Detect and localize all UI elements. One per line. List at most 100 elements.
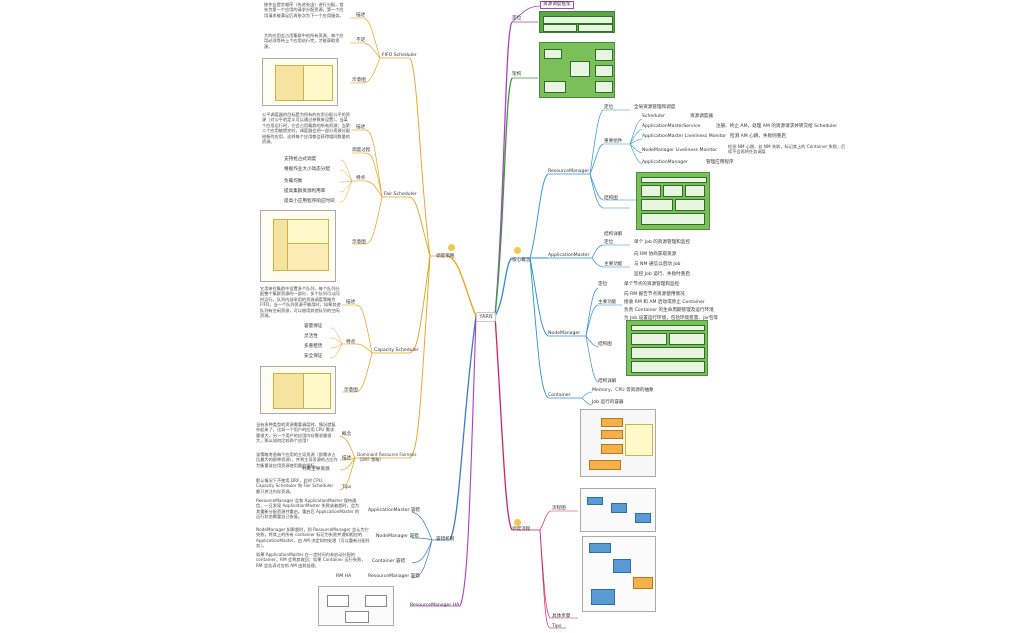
branch-core[interactable]: 核心概念: [512, 258, 531, 263]
root-node[interactable]: YARN: [476, 312, 496, 322]
fair-features-label[interactable]: 特点: [356, 176, 366, 181]
branch-sched-flow[interactable]: 调度流程: [512, 527, 531, 532]
drf-concept-label[interactable]: 概念: [342, 432, 352, 437]
ha-container-label[interactable]: Container 容错: [372, 559, 406, 564]
rm-node[interactable]: ResourceManager: [548, 169, 590, 174]
fair-feature-2: 根据作业大小动态分配: [284, 167, 330, 172]
fair-desc-text: 公平调度器的目标是为所有的应用分配公平的资源（对公平的定义可以通过参数来设置）。…: [262, 112, 350, 145]
branch-arch[interactable]: 架构: [512, 72, 522, 77]
drf-desc-label[interactable]: 描述: [342, 456, 352, 461]
nm-func-2: 接收 RM 和 AM 启动或停止 Container: [624, 300, 705, 305]
capacity-diagram-label[interactable]: 示意图: [344, 388, 358, 393]
rm-components[interactable]: 重要组件: [604, 139, 623, 144]
rm-nmlm-text: 检测 NM 心跳，若 NM 失联，标记其上的 Container 失败，后续不会…: [728, 144, 846, 155]
nm-def-text: 单个节点的资源管理和监控: [624, 282, 680, 287]
ha-nm-label[interactable]: NodeManager 容错: [376, 534, 419, 539]
fair-feature-5: 提高小应用程序响应时间: [284, 199, 335, 204]
fifo-node[interactable]: FIFO Scheduler: [382, 53, 417, 58]
am-func-1: 向 RM 协商获取资源: [634, 252, 677, 257]
capacity-desc-text: 它用来在集群中设置多个队列，每个队列分配整个集群资源的一部分，多个队列可以同时运…: [260, 286, 341, 319]
fifo-diagram-thumbnail[interactable]: [262, 58, 338, 106]
rm-amlm[interactable]: ApplicationMaster Liveliness Monitor: [642, 134, 727, 139]
flow-lightbulb-icon: [514, 519, 521, 526]
rm-nmlm[interactable]: NodeManager Liveliness Monitor: [642, 148, 717, 153]
am-node[interactable]: ApplicationMaster: [548, 253, 590, 258]
drf-tips-label[interactable]: Tips: [342, 485, 352, 490]
drf-node[interactable]: Dominant Resource Fairness（DRF 策略）: [357, 452, 417, 463]
nm-node[interactable]: NodeManager: [548, 331, 581, 336]
arch-diagram-thumbnail[interactable]: [539, 42, 615, 98]
flow-detail[interactable]: 具体步骤: [552, 614, 571, 619]
branch-strategy[interactable]: 调度策略: [436, 254, 455, 259]
nm-structure-thumbnail[interactable]: [626, 320, 708, 376]
ha-am-text: ResourceManager 会和 ApplicationMaster 保持通…: [256, 498, 360, 520]
rm-structure-thumbnail[interactable]: [636, 172, 710, 230]
ha-rm-thumbnail[interactable]: [318, 586, 394, 626]
rm-amlm-text: 检测 AM 心跳，失败则重启: [730, 134, 786, 139]
flow-thumbnail-3[interactable]: [582, 536, 656, 612]
am-func-2: 与 NM 通信以启动 Job: [634, 262, 681, 267]
strategy-lightbulb-icon: [448, 244, 455, 251]
container-desc-2: Job 运行的容器: [592, 400, 624, 405]
fifo-desc-text: 按作业提交顺序（先进先出）进行分配。首先为第一个应用的请求分配资源，第一个应用请…: [264, 2, 344, 18]
rm-ams[interactable]: ApplicationMasterService: [642, 124, 701, 129]
fair-diagram-thumbnail[interactable]: [260, 210, 336, 282]
capacity-desc-label[interactable]: 描述: [346, 300, 356, 305]
nm-struct[interactable]: 结构图: [598, 342, 612, 347]
capacity-features-label[interactable]: 特点: [346, 340, 356, 345]
flow-diagram[interactable]: 流程图: [552, 506, 566, 511]
fair-diagram-label[interactable]: 示意图: [352, 240, 366, 245]
fair-process-label[interactable]: 调度过程: [352, 148, 371, 153]
ha-rmha-label[interactable]: RM HA: [336, 574, 352, 579]
nm-func-3: 负责 Container 的生命周期管理及运行环境: [624, 308, 714, 313]
rm-struct-detail[interactable]: 结构详解: [604, 232, 623, 237]
fair-node[interactable]: Fair Scheduler: [384, 192, 417, 197]
branch-ha[interactable]: 容错机制: [436, 537, 455, 542]
fair-desc-label[interactable]: 描述: [356, 125, 366, 130]
rm-appmgr-text: 管理应用程序: [706, 160, 734, 165]
rm-def[interactable]: 定位: [604, 105, 614, 110]
rm-ams-text: 注册、终止 AM，处理 AM 的资源请求并转交给 Scheduler: [716, 124, 838, 129]
nm-def[interactable]: 定位: [598, 282, 608, 287]
branch-def[interactable]: 定位: [512, 16, 522, 21]
capacity-feature-1: 容量保证: [304, 324, 323, 329]
flow-thumbnail-1[interactable]: [580, 409, 656, 477]
capacity-diagram-thumbnail[interactable]: [260, 366, 336, 414]
fifo-cons-label[interactable]: 不足: [356, 38, 366, 43]
am-def[interactable]: 定位: [604, 240, 614, 245]
rm-scheduler-text: 资源调度器: [690, 114, 713, 119]
fifo-cons-text: 大的应用会占用集群中的所有资源，每个应用必须等待上个应用执行完，才能获取资源。: [264, 33, 344, 49]
am-func[interactable]: 主要功能: [604, 262, 623, 267]
am-def-text: 单个 Job 的资源管理和监控: [634, 240, 690, 245]
rm-scheduler[interactable]: Scheduler: [642, 114, 665, 119]
container-node[interactable]: Container: [548, 393, 571, 398]
def-box[interactable]: 资源调度框架: [540, 1, 574, 9]
nm-struct-detail[interactable]: 结构详解: [598, 379, 617, 384]
fair-feature-4: 提高集群资源利用率: [284, 189, 326, 194]
fifo-diagram-label[interactable]: 示意图: [352, 78, 366, 83]
capacity-feature-3: 多重租赁: [304, 344, 323, 349]
ha-rm-label[interactable]: ResourceManager 容错: [368, 574, 420, 579]
ha-nm-text: NodeManager 如果超时，则 ResourceManager 会认为它失…: [256, 527, 370, 549]
def-diagram-thumbnail[interactable]: [539, 11, 615, 33]
capacity-feature-4: 安全保证: [304, 354, 323, 359]
fifo-desc-label[interactable]: 描述: [356, 13, 366, 18]
flow-thumbnail-2[interactable]: [580, 488, 656, 532]
ha-rmha-branch[interactable]: ResourceManager HA: [410, 603, 460, 608]
drf-concept-text: 当有多种类型的资源需要调度时，情况就复杂起来了。比如一个用户的应用 CPU 需求…: [256, 422, 336, 444]
capacity-node[interactable]: Capacity Scheduler: [374, 348, 419, 353]
ha-container-text: 如果 ApplicationMaster 在一定时间内未启动分配的 contai…: [256, 552, 366, 568]
rm-struct[interactable]: 结构图: [604, 196, 618, 201]
drf-desc-text: 该策略考虑每个应用的主导资源（即需求占比最大的那种资源），并将主导资源的占比作为…: [256, 452, 338, 468]
nm-func[interactable]: 主要功能: [598, 300, 617, 305]
drf-rule[interactable]: 判断主导资源: [302, 467, 330, 472]
rm-appmgr[interactable]: ApplicationManager: [642, 160, 688, 165]
fair-feature-3: 负载均衡: [284, 179, 303, 184]
ha-am-label[interactable]: ApplicationMaster 容错: [368, 508, 421, 513]
capacity-feature-2: 灵活性: [304, 334, 318, 339]
core-lightbulb-icon: [514, 247, 521, 254]
drf-tips-text: 默认情况下不使用 DRF，此时 CPU、Capacity Scheduler 和…: [256, 478, 334, 494]
flow-tips[interactable]: Tips: [552, 624, 562, 629]
